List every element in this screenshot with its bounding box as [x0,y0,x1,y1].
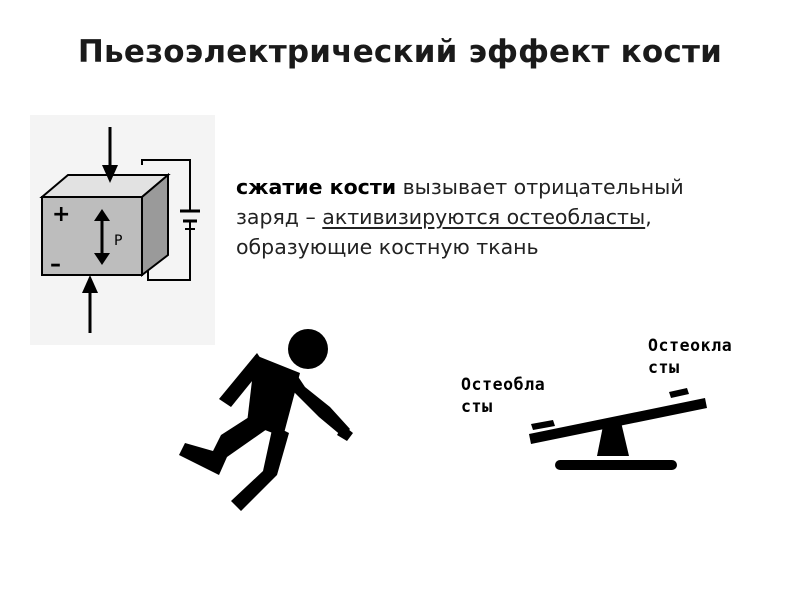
slide-title: Пьезоэлектрический эффект кости [77,34,723,70]
force-label: P [114,233,122,249]
force-arrow-bottom-head [82,275,98,293]
seesaw-base [555,460,677,470]
crystal-front-face [41,196,143,276]
runner-head [288,329,328,369]
runner-torso [247,355,300,437]
minus-sign: – [50,252,61,277]
plus-sign: + [52,202,70,227]
caption-line-1: сжатие кости вызывает отрицательный [236,175,684,199]
seesaw-beam [529,398,707,444]
osteoclasts-label: Остеокла сты [648,336,733,377]
caption-underlined: активизируются остеобласты [322,205,646,229]
piezo-crystal-diagram: + – P [30,115,215,345]
seesaw-fulcrum [597,422,629,456]
caption-line-2: заряд – активизируются остеобласты, [236,205,652,229]
caption-bold: сжатие кости [236,175,397,199]
running-person-icon [179,329,353,511]
circuit-wire-top [141,159,191,210]
force-arrow-top-head [102,165,118,183]
runner-leg-front [231,425,289,511]
osteoblasts-label: Остеобла сты [461,375,546,416]
caption-line-3: образующие костную ткань [236,235,539,259]
explanation-text: сжатие кости вызывает отрицательный заря… [236,172,756,262]
circuit-wire-bottom [147,233,191,281]
runner-arm [293,375,350,437]
runner-leg-back [179,417,267,475]
seesaw-icon [529,388,707,470]
